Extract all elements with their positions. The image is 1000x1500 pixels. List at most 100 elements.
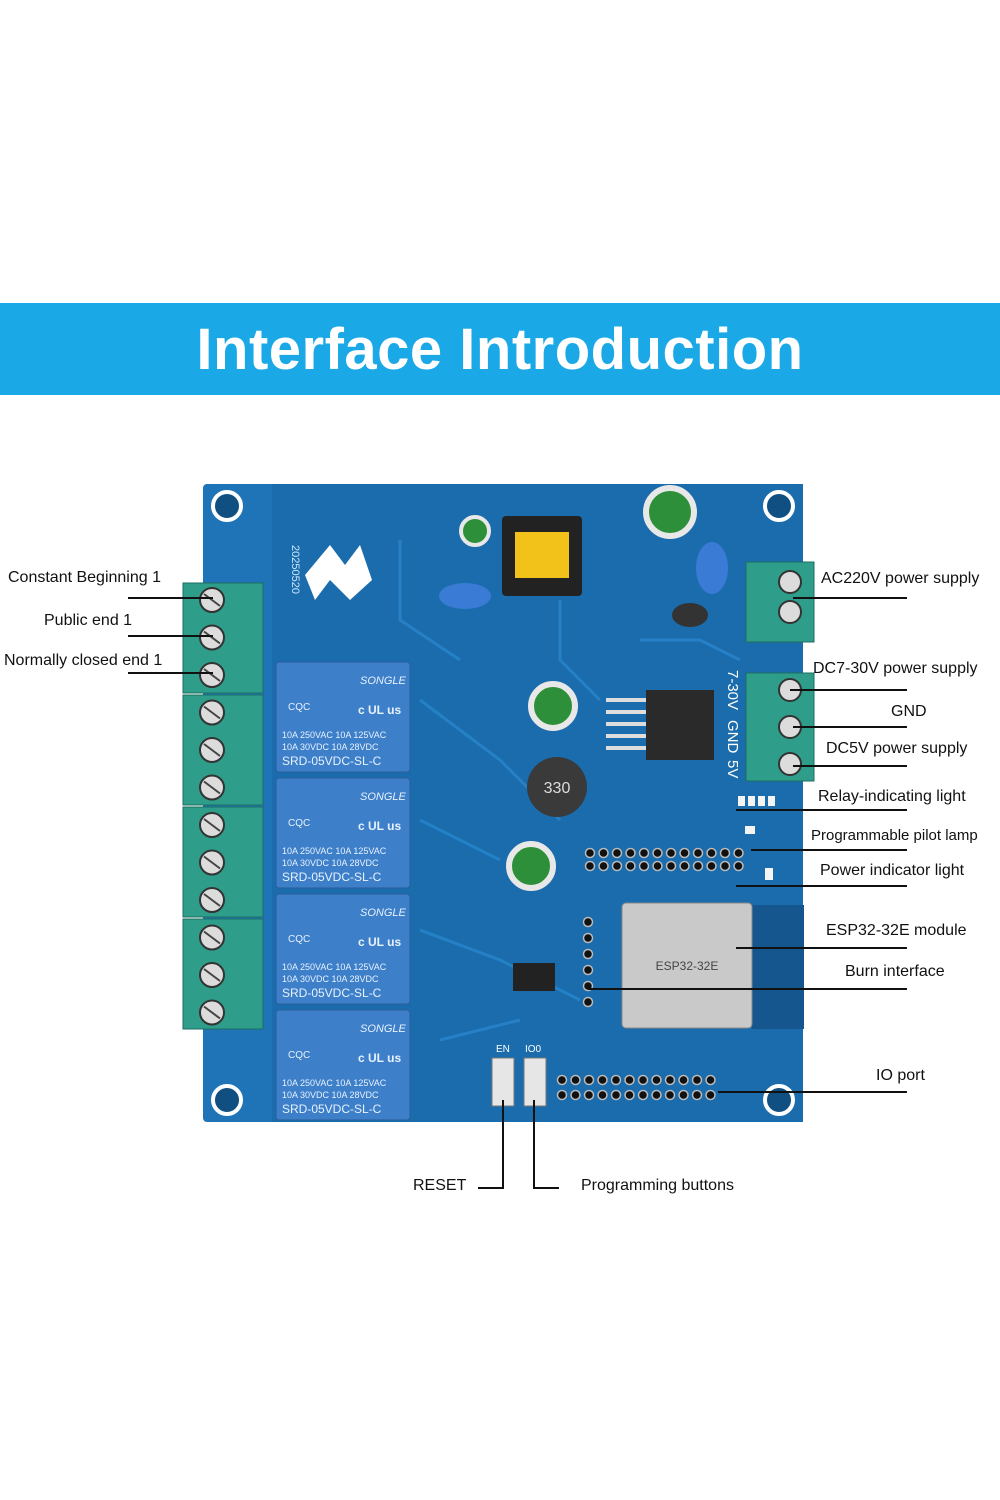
header-pin: [679, 847, 690, 859]
label-normally-closed: Normally closed end 1: [4, 652, 163, 669]
io-header-pin: [651, 1074, 662, 1086]
relay-model: SRD-05VDC-SL-C: [282, 1102, 382, 1116]
header-pin: [692, 860, 704, 872]
relay-brand: SONGLE: [360, 907, 407, 919]
esp32-module-silk: ESP32-32E: [656, 959, 719, 973]
header-pin: [733, 860, 744, 872]
relay-body: [275, 893, 411, 1005]
screw-slot: [203, 818, 221, 832]
io-header-pin: [664, 1089, 676, 1101]
relay-rating-2: 10A 30VDC 10A 28VDC: [282, 742, 379, 752]
mounting-hole-tl: [211, 490, 243, 522]
relays: SONGLE CQC c UL us 10A 250VAC 10A 125VAC 10A…: [275, 661, 411, 1121]
relay-led-1: [738, 796, 745, 806]
io-header-pin: [705, 1074, 716, 1086]
screw-slot: [203, 668, 221, 682]
label-power-indicator: Power indicator light: [820, 862, 965, 879]
header-pin: [706, 860, 717, 872]
title-banner: Interface Introduction: [0, 303, 1000, 395]
relay-cert-left: CQC: [288, 934, 310, 945]
y-capacitor-1: [439, 583, 491, 609]
reset-button: [491, 1057, 515, 1107]
silk-gnd: GND: [724, 720, 741, 754]
mounting-hole-br: [763, 1084, 795, 1116]
header-pin: [611, 847, 623, 859]
relay-brand: SONGLE: [360, 675, 407, 687]
relay-rating-2: 10A 30VDC 10A 28VDC: [282, 858, 379, 868]
relay-model: SRD-05VDC-SL-C: [282, 754, 382, 768]
relay-brand: SONGLE: [360, 1023, 407, 1035]
page-title: Interface Introduction: [196, 316, 804, 382]
relay-rating-1: 10A 250VAC 10A 125VAC: [282, 962, 387, 972]
header-pin: [625, 847, 636, 859]
screw-slot: [203, 893, 221, 907]
io-header-pin: [583, 1074, 595, 1086]
relay-body: [275, 777, 411, 889]
mounting-hole-bl: [211, 1084, 243, 1116]
header-pin: [652, 860, 663, 872]
esp32-antenna: [752, 905, 804, 1029]
relay-brand: SONGLE: [360, 791, 407, 803]
relay-rating-2: 10A 30VDC 10A 28VDC: [282, 974, 379, 984]
io-header-pin: [637, 1089, 649, 1101]
screw-slot: [203, 1005, 221, 1020]
header-pin: [733, 847, 744, 859]
label-public-end: Public end 1: [44, 612, 133, 629]
label-constant-beginning: Constant Beginning 1: [8, 569, 161, 586]
power-inductor: [527, 757, 587, 817]
io-header-pin: [624, 1089, 635, 1101]
label-programmable-lamp: Programmable pilot lamp: [811, 827, 978, 844]
screw-slot: [203, 743, 221, 757]
leader-programming: [533, 1100, 559, 1189]
silk-en: EN: [496, 1044, 510, 1055]
io-header-pin: [597, 1074, 608, 1086]
io-header-pin: [678, 1089, 689, 1101]
transformer-coil: [515, 532, 569, 578]
label-reset: RESET: [413, 1177, 467, 1194]
header-pin: [719, 860, 731, 872]
programmable-led: [745, 826, 755, 834]
header-pin: [665, 847, 677, 859]
io-header-pin: [691, 1074, 703, 1086]
relay-led-4: [768, 796, 775, 806]
label-relay-light: Relay-indicating light: [818, 788, 966, 805]
ac-screw-1: [778, 570, 802, 594]
screw-slot: [203, 968, 221, 982]
relay-body: [275, 1009, 411, 1121]
io-header-pin: [705, 1089, 716, 1101]
header-pin: [706, 847, 717, 859]
io-header-pin: [691, 1089, 703, 1101]
io-header-pin: [570, 1074, 581, 1086]
relay-rating-1: 10A 250VAC 10A 125VAC: [282, 1078, 387, 1088]
burn-header-pin: [582, 996, 594, 1008]
burn-header-pin: [582, 932, 594, 944]
power-led: [765, 868, 773, 880]
relay-rating-1: 10A 250VAC 10A 125VAC: [282, 846, 387, 856]
regulator-pins: [606, 698, 646, 750]
burn-header-pin: [582, 916, 594, 928]
screw-slot: [203, 930, 221, 945]
io-header-pin: [570, 1089, 581, 1101]
screw-slot: [203, 855, 221, 870]
io-header-pin: [556, 1089, 568, 1101]
electrolytic-cap-top: [643, 485, 697, 539]
burn-header-pin: [582, 964, 594, 976]
label-burn-interface: Burn interface: [845, 963, 945, 980]
inductor-code: 330: [544, 780, 571, 797]
silk-io0: IO0: [525, 1044, 542, 1055]
label-programming-buttons: Programming buttons: [581, 1177, 734, 1194]
header-pin: [611, 860, 623, 872]
io-header-pin: [624, 1074, 635, 1086]
relay-cert-right: c UL us: [358, 935, 401, 949]
electrolytic-cap-low: [506, 841, 556, 891]
header-pin: [598, 860, 609, 872]
label-io-port: IO port: [876, 1067, 925, 1084]
label-dc7-30v: DC7-30V power supply: [813, 660, 978, 677]
relay-rating-2: 10A 30VDC 10A 28VDC: [282, 1090, 379, 1100]
io-header-pin: [583, 1089, 595, 1101]
header-pin: [625, 860, 636, 872]
screw-slot: [203, 705, 221, 720]
header-pin: [665, 860, 677, 872]
header-pin: [584, 847, 596, 859]
